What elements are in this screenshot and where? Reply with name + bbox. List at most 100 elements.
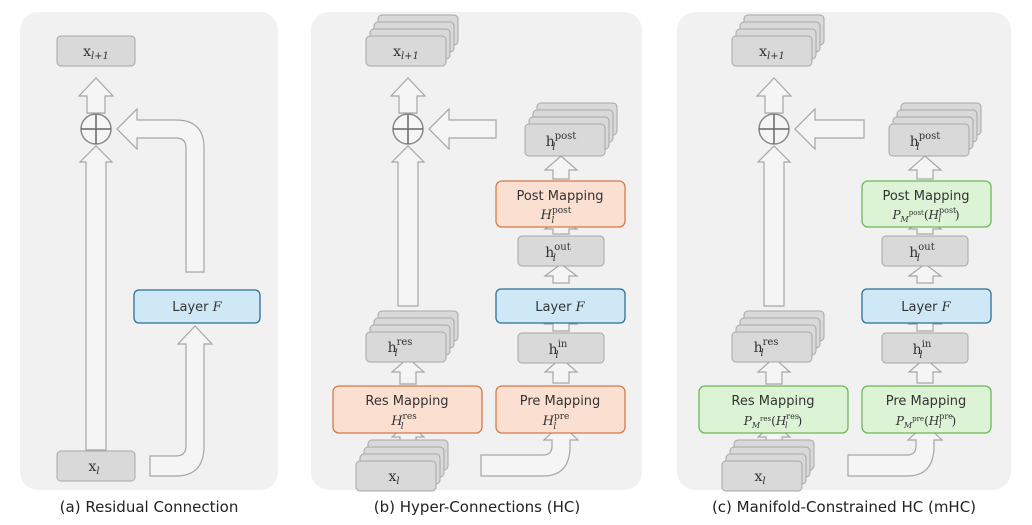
- layer-node: Layer F: [495, 288, 626, 324]
- res-mapping-arrow: [756, 357, 792, 385]
- h-post-sup: post: [555, 131, 577, 142]
- output-arrow: [755, 77, 793, 114]
- h-post-base: h: [910, 134, 919, 150]
- pre-mapping-sup: pre: [554, 412, 569, 422]
- sum-node: [758, 113, 790, 145]
- post-mapping-title: Post Mapping: [516, 189, 603, 204]
- input-node-stack: xl: [355, 439, 449, 492]
- h-res-base: h: [388, 340, 397, 356]
- pre-mapping-sub: l: [553, 422, 556, 432]
- output-node-stack: xl+1: [365, 14, 459, 67]
- post-mapping-base: H: [928, 208, 940, 222]
- res-mapping-proj-sub: M: [751, 421, 761, 430]
- h-in-base: h: [549, 342, 558, 358]
- h-out-base: h: [545, 245, 554, 261]
- res-mapping-sub: l: [785, 421, 788, 430]
- post-mapping-proj-sup: post: [909, 209, 924, 217]
- output-arrow: [389, 77, 427, 114]
- h-in-sup: in: [558, 339, 568, 350]
- h-res-sup: res: [397, 337, 413, 348]
- pre-to-hin-arrow: [543, 357, 579, 384]
- post-mapping-sup: post: [939, 206, 957, 215]
- res-mapping-title: Res Mapping: [365, 394, 448, 409]
- layer-label: Layer: [535, 300, 572, 315]
- sum-node: [392, 113, 424, 145]
- res-mapping-proj: P: [743, 414, 753, 428]
- input-sub: l: [762, 476, 765, 487]
- layer-symbol: F: [941, 300, 952, 315]
- residual-arrow: [78, 145, 114, 451]
- output-arrow: [77, 77, 115, 114]
- sum-node: [80, 113, 112, 145]
- post-to-sum-arrow: [428, 107, 497, 151]
- input-base: x: [754, 469, 762, 485]
- h-post-sub: l: [552, 142, 555, 153]
- input-sub: l: [96, 466, 99, 477]
- h-out-sub: l: [917, 253, 920, 264]
- output-base: x: [83, 44, 91, 60]
- input-base: x: [388, 469, 396, 485]
- h-res-sup: res: [763, 337, 779, 348]
- pre-mapping-proj-sup: pre: [912, 415, 924, 423]
- layer-label: Layer: [172, 300, 209, 315]
- layer-to-hout-arrow: [907, 263, 943, 284]
- output-sub: l+1: [767, 51, 785, 62]
- h-out-base: h: [909, 245, 918, 261]
- layer-symbol: F: [212, 300, 223, 315]
- post-to-hpost-arrow: [543, 155, 579, 180]
- layer-node: Layer F: [133, 289, 261, 324]
- layer-input-arrow: [149, 325, 214, 477]
- layer-symbol: F: [575, 300, 586, 315]
- output-base: x: [759, 44, 767, 60]
- residual-arrow: [756, 145, 792, 307]
- panel-a-background: [20, 12, 278, 490]
- h-post-base: h: [546, 134, 555, 150]
- panel-a: xl+1 xl Layer F (a) Residual Connection: [20, 12, 278, 516]
- pre-mapping-base: H: [928, 414, 940, 428]
- post-mapping-proj-sub: M: [900, 215, 910, 224]
- res-mapping-proj-sup: res: [760, 415, 771, 423]
- res-mapping-sub: l: [401, 422, 404, 432]
- pre-mapping-proj: P: [895, 414, 905, 428]
- h-out-sup: out: [918, 242, 934, 253]
- pre-to-hin-arrow: [907, 357, 943, 384]
- h-out-sub: l: [553, 253, 556, 264]
- output-node: xl+1: [56, 35, 136, 67]
- pre-mapping-sub: l: [939, 421, 942, 430]
- output-sub: l+1: [91, 51, 109, 62]
- h-out-sup: out: [554, 242, 570, 253]
- h-in-sub: l: [555, 350, 558, 361]
- h-in-base: h: [913, 342, 922, 358]
- layer-label: Layer: [901, 300, 938, 315]
- svg-text:xl: xl: [388, 469, 399, 487]
- output-base: x: [393, 44, 401, 60]
- input-sub: l: [396, 476, 399, 487]
- res-mapping-arrow: [390, 357, 426, 385]
- res-mapping-title: Res Mapping: [731, 394, 814, 409]
- input-base: x: [88, 459, 96, 475]
- svg-text:xl: xl: [88, 459, 99, 477]
